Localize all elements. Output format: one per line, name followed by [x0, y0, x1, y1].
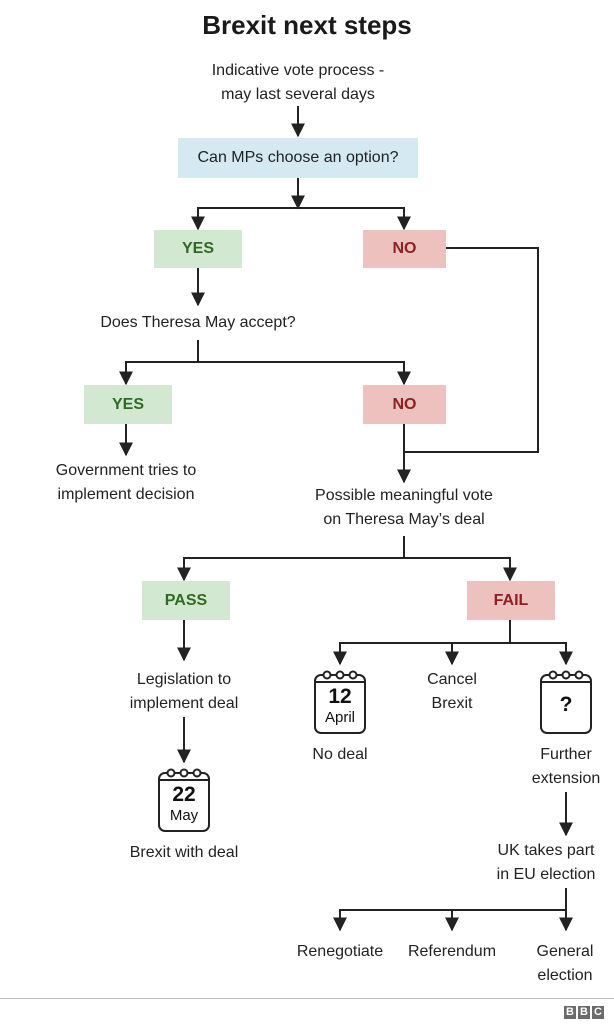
indicative-vote-text: Indicative vote process - may last sever… — [211, 62, 385, 103]
calendar-may-day: 22 — [172, 783, 196, 806]
uk-takes-part-text: UK takes part in EU election — [496, 842, 596, 883]
referendum-text: Referendum — [407, 943, 497, 960]
calendar-icon — [540, 670, 592, 734]
fail-box: FAIL — [467, 581, 555, 620]
calendar-may: 22 May — [157, 763, 211, 833]
no-box-2: NO — [363, 385, 446, 424]
meaningful-vote-text: Possible meaningful vote on Theresa May’… — [315, 487, 493, 528]
connector-no-1-bypass — [404, 247, 539, 453]
footer-divider — [0, 998, 614, 999]
brexit-with-deal-text: Brexit with deal — [129, 844, 239, 861]
can-mps-choose-box: Can MPs choose an option? — [178, 138, 418, 178]
connector-branch-1 — [197, 207, 405, 229]
general-election-text: General election — [536, 943, 594, 984]
calendar-icon — [158, 768, 210, 832]
further-extension-text: Further extension — [531, 746, 601, 787]
government-tries-text: Government tries to implement decision — [55, 462, 197, 503]
bbc-logo-letter: B — [578, 1006, 590, 1019]
calendar-may-month: May — [169, 807, 199, 824]
connector-branch-2-right — [198, 361, 411, 386]
calendar-unknown-symbol: ? — [559, 693, 573, 716]
renegotiate-text: Renegotiate — [296, 943, 384, 960]
calendar-icon — [314, 670, 366, 734]
calendar-april: 12 April — [313, 665, 367, 735]
calendar-unknown: ? — [539, 665, 593, 735]
no-box-1: NO — [363, 230, 446, 268]
no-deal-text: No deal — [312, 746, 368, 763]
yes-box-1: YES — [154, 230, 242, 268]
legislation-text: Legislation to implement deal — [129, 671, 239, 712]
calendar-april-month: April — [324, 709, 355, 726]
yes-box-2: YES — [84, 385, 172, 424]
bbc-logo-letter: C — [592, 1006, 604, 1019]
cancel-brexit-text: Cancel Brexit — [427, 671, 477, 712]
bbc-logo-letter: B — [564, 1006, 576, 1019]
does-may-accept-text: Does Theresa May accept? — [100, 314, 296, 331]
diagram-title: Brexit next steps — [202, 10, 412, 40]
connector-branch-3 — [183, 557, 511, 580]
pass-box: PASS — [142, 581, 230, 620]
calendar-april-day: 12 — [328, 685, 352, 708]
connector-branch-2 — [125, 340, 199, 384]
bbc-logo: B B C — [564, 1006, 604, 1019]
